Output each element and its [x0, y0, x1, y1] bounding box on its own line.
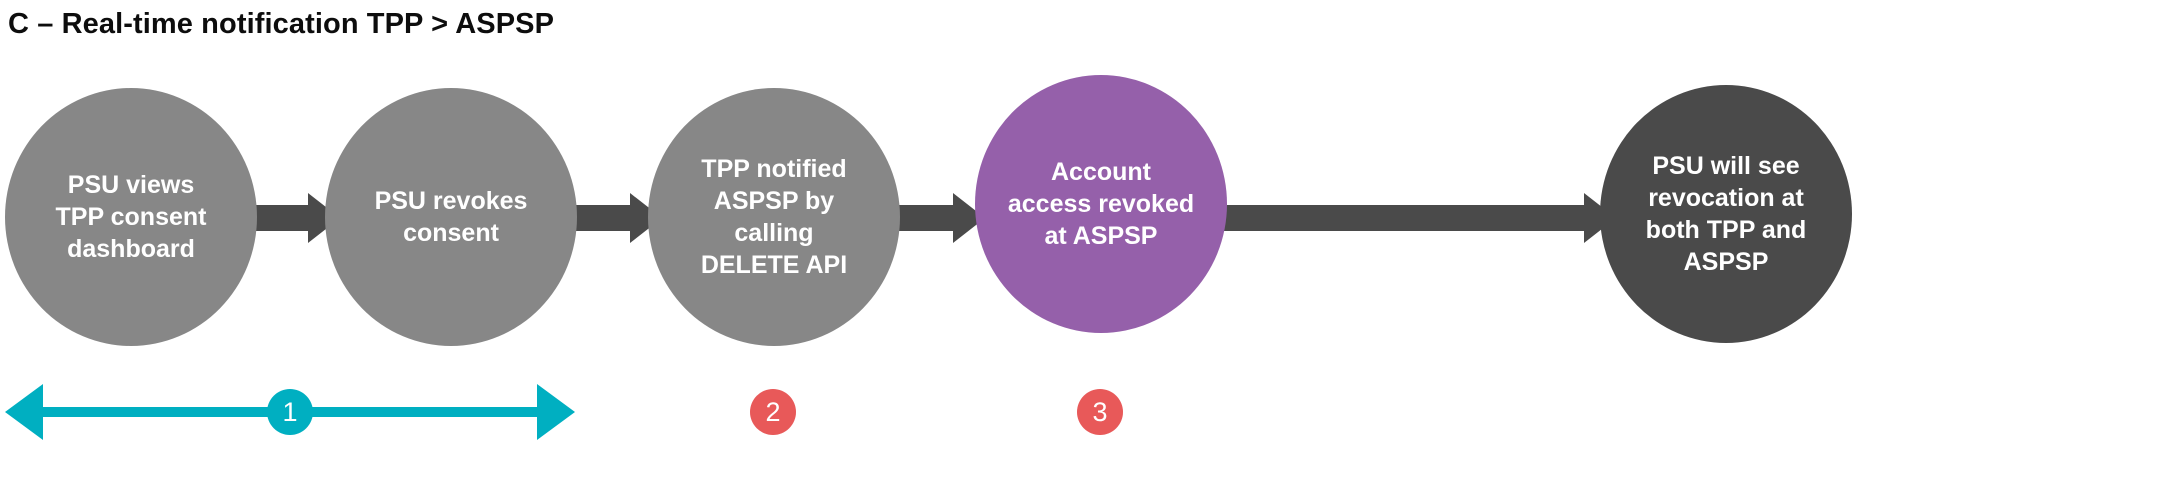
- step-badge-label: 1: [282, 396, 298, 427]
- step-badge-label: 2: [765, 396, 781, 427]
- flow-arrow-4-to-5: [1218, 193, 1616, 243]
- step-badge-label: 3: [1092, 396, 1108, 427]
- flow-node-label: PSU views TPP consent dashboard: [55, 171, 207, 263]
- flow-node-label: TPP notified ASPSP by calling DELETE API: [700, 155, 848, 279]
- page-title: C – Real-time notification TPP > ASPSP: [8, 8, 555, 40]
- arrow-head-left-icon: [5, 384, 43, 440]
- flow-node-psu-views-dashboard[interactable]: PSU views TPP consent dashboard: [5, 88, 257, 346]
- flow-node-account-access-revoked[interactable]: Account access revoked at ASPSP: [975, 75, 1227, 333]
- arrow-shaft: [248, 205, 308, 231]
- flow-node-label: Account access revoked at ASPSP: [1007, 158, 1195, 250]
- arrow-shaft: [893, 205, 953, 231]
- arrow-shaft: [1218, 205, 1584, 231]
- step-badge-3[interactable]: 3: [1077, 389, 1123, 435]
- arrow-shaft: [570, 205, 630, 231]
- step-badge-1[interactable]: 1: [267, 389, 313, 435]
- flow-node-tpp-notified-aspsp[interactable]: TPP notified ASPSP by calling DELETE API: [648, 88, 900, 346]
- arrow-head-right-icon: [537, 384, 575, 440]
- flow-node-label: PSU revokes consent: [374, 187, 528, 247]
- step-badge-2[interactable]: 2: [750, 389, 796, 435]
- flow-node-label: PSU will see revocation at both TPP and …: [1645, 152, 1807, 276]
- flow-arrow-3-to-4: [893, 193, 985, 243]
- flow-node-psu-sees-revocation[interactable]: PSU will see revocation at both TPP and …: [1600, 85, 1852, 343]
- flow-node-psu-revokes-consent[interactable]: PSU revokes consent: [325, 88, 577, 346]
